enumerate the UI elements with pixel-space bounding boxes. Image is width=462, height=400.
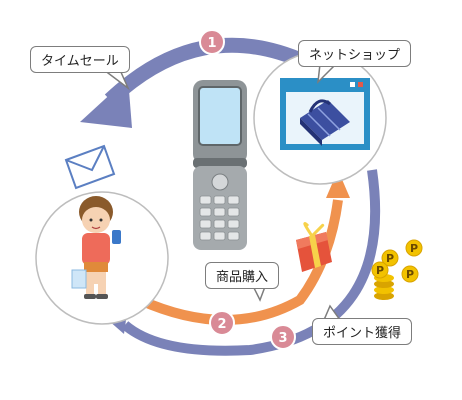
step-badge-3: 3 xyxy=(270,324,296,350)
point-coins-icon: P P P P xyxy=(371,239,423,300)
coin: P xyxy=(405,239,423,257)
customer-person-icon xyxy=(71,196,121,299)
email-envelope-icon xyxy=(64,144,116,190)
callout-points-text: ポイント獲得 xyxy=(323,326,402,341)
callout-time-sale: タイムセール xyxy=(30,46,130,73)
svg-text:P: P xyxy=(406,268,414,281)
callout-purchase-text: 商品購入 xyxy=(216,270,269,285)
svg-text:2: 2 xyxy=(217,317,226,332)
svg-text:3: 3 xyxy=(278,331,287,346)
gift-box-icon xyxy=(296,222,332,272)
coin: P xyxy=(401,265,419,283)
mobile-phone xyxy=(193,80,247,250)
callout-points: ポイント獲得 xyxy=(312,318,413,345)
arrow-step-2 xyxy=(137,199,343,325)
svg-text:P: P xyxy=(410,242,418,255)
callout-net-shop-text: ネットショップ xyxy=(309,48,401,63)
step-badge-1: 1 xyxy=(199,29,225,55)
coin-stack xyxy=(374,274,394,300)
step-badge-2: 2 xyxy=(209,310,235,336)
svg-text:1: 1 xyxy=(207,36,216,51)
coin: P xyxy=(381,249,399,267)
arrow-step-2-head xyxy=(326,170,350,198)
callout-net-shop: ネットショップ xyxy=(298,40,412,67)
shopping-basket-icon xyxy=(300,99,350,146)
svg-text:P: P xyxy=(386,252,394,265)
callout-time-sale-text: タイムセール xyxy=(41,54,119,69)
svg-text:P: P xyxy=(376,264,384,277)
coin: P xyxy=(371,261,389,279)
arrow-step-1-head xyxy=(80,78,132,128)
callout-purchase: 商品購入 xyxy=(205,262,280,289)
